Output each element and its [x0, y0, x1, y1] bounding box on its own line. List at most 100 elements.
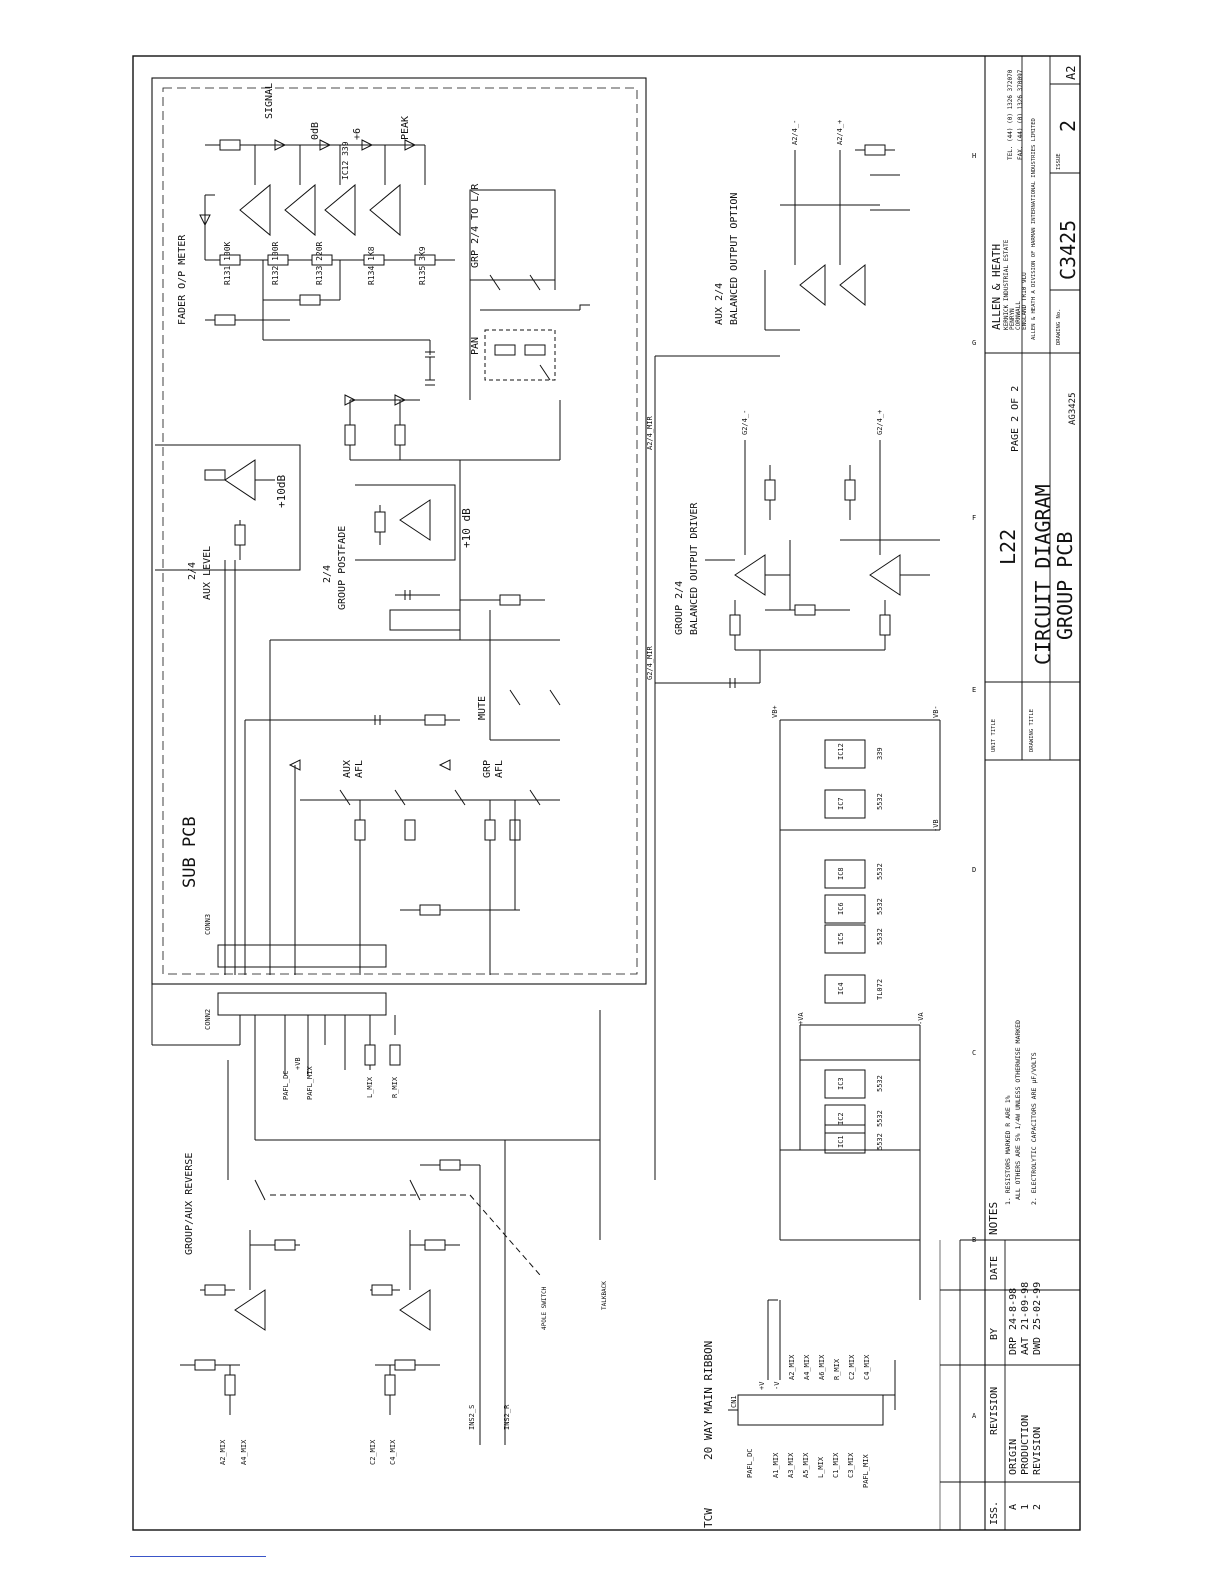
ic-label: IC4 [837, 982, 845, 995]
rev-header-date: DATE [989, 1256, 1000, 1280]
division-text: ALLEN & HEATH A DIVISION OF HARMAN INTER… [1031, 118, 1037, 340]
ribbon-net: C1_MIX [832, 1452, 840, 1478]
net-a24-plus: A2/4_+ [836, 120, 844, 145]
unit-title-label: UNIT TITLE [991, 719, 997, 752]
grp-afl-label-2: AFL [494, 760, 505, 778]
ribbon-net: A1_MIX [772, 1452, 780, 1478]
ic-label: IC2 [837, 1112, 845, 1125]
issue-number: 2 [1056, 120, 1080, 132]
aux-level-label-2: AUX LEVEL [202, 546, 213, 600]
aux-afl-label-2: AFL [354, 760, 365, 778]
aux-bal-label-1: AUX 2/4 [714, 283, 725, 325]
conn2-net-l-mix: L_MIX [366, 1076, 374, 1098]
address-line-1: KERNICK INDUSTRIAL ESTATE [1003, 239, 1010, 330]
ic-type: 5532 [876, 1075, 884, 1092]
aux-bal-label-2: BALANCED OUTPUT OPTION [729, 193, 740, 325]
conn2-header [151, 984, 601, 1240]
column-letters: A B C D E F G H [972, 152, 977, 1420]
rev-header-iss: ISS. [989, 1501, 1000, 1525]
drawing-number: C3425 [1056, 220, 1080, 280]
meter-label-signal: SIGNAL [264, 83, 275, 119]
ribbon-right-nets: +V -V A2_MIX A4_MIX A6_MIX R_MIX C2_MIX … [758, 1354, 871, 1390]
net-a24-minus: A2/4_- [791, 120, 799, 145]
ic-label: IC3 [837, 1077, 845, 1090]
ic-type: 5532 [876, 1110, 884, 1127]
rev-iss: A [1008, 1504, 1019, 1510]
unit-title: L22 [996, 529, 1020, 565]
address-line-3: CORNWALL [1015, 301, 1022, 330]
ic-label: IC8 [837, 867, 845, 880]
rev-date: 24-8-98 [1008, 1288, 1019, 1330]
note-2: 2. ELECTROLYTIC CAPACITORS ARE μF/VOLTS [1030, 1052, 1038, 1205]
ic-label: IC7 [837, 797, 845, 810]
ribbon-net: PAFL_MIX [862, 1453, 870, 1488]
column-letter: D [972, 866, 976, 874]
sub-pcb-dashed-outline [162, 87, 638, 975]
column-letter: F [972, 514, 976, 522]
rail-label: -VA [917, 1012, 925, 1025]
net-g24-minus: G2/4_- [741, 410, 749, 435]
meter-label-plus6: +6 [352, 128, 363, 140]
column-letter: B [972, 1236, 976, 1244]
rev-by: DRP [1008, 1337, 1019, 1355]
ribbon-net: L_MIX [817, 1456, 825, 1478]
sub-pcb-outline [151, 77, 647, 985]
column-letter: A [972, 1412, 977, 1420]
ic-type: 5532 [876, 898, 884, 915]
mix-input-c2: C2_MIX [369, 1439, 377, 1465]
address-line-2: PENRYN [1009, 308, 1016, 330]
group-aux-reverse-circuit [180, 1060, 541, 1445]
ic-type: 5532 [876, 1133, 884, 1150]
net-g24-mir: G2/4_MIR [646, 645, 654, 680]
ribbon-net: A2_MIX [788, 1354, 796, 1380]
drawing-title-label: DRAWING TITLE [1029, 709, 1035, 752]
ribbon-net: A3_MIX [787, 1452, 795, 1478]
aux-level-circuit [155, 444, 301, 975]
conn3-label: CONN3 [204, 914, 212, 935]
bal-driver-label-1: GROUP 2/4 [674, 581, 685, 635]
ins2-r-label: INS2_R [503, 1404, 511, 1430]
ribbon-left-nets: PAFL_DC A1_MIX A3_MIX A5_MIX L_MIX C1_MI… [746, 1448, 870, 1488]
ic-type: TL072 [876, 979, 884, 1000]
rev-iss: 1 [1020, 1504, 1031, 1510]
net-a24-mir: A2/4_MIR [646, 415, 654, 450]
ribbon-net: A4_MIX [803, 1354, 811, 1380]
ic-type: 5532 [876, 793, 884, 810]
meter-resistor-r135: R135 3K9 [418, 246, 427, 285]
rev-text: ORIGIN [1008, 1439, 1019, 1475]
column-letter: G [972, 339, 976, 347]
fax: FAX. (44) (0) 1326 370097 [1017, 69, 1024, 160]
pan-label: PAN [470, 337, 481, 355]
grp-to-lr-label: GRP 2/4 TO L/R [470, 183, 481, 268]
ribbon-net: +V [758, 1381, 766, 1390]
column-letter: C [972, 1049, 976, 1057]
drawing-title-1: CIRCUIT DIAGRAM [1031, 484, 1055, 665]
tcw-label: TCW [702, 1508, 715, 1528]
ic-label: IC12 [837, 743, 845, 760]
revision-rows: A 1 2 ORIGIN PRODUCTION REVISION DRP AAT… [1008, 1282, 1043, 1510]
mix-input-a2: A2_MIX [219, 1439, 227, 1465]
ribbon-net: A5_MIX [802, 1452, 810, 1478]
note-1: 1. RESISTORS MARKED R ARE 1% [1004, 1095, 1012, 1205]
rail-label: VB- [932, 705, 940, 718]
mix-input-a4: A4_MIX [240, 1439, 248, 1465]
title-block [939, 56, 1080, 1530]
ribbon-net: C3_MIX [847, 1452, 855, 1478]
meter-label-0db: 0dB [310, 122, 321, 140]
address-line-4: ENGLAND TR10 9LU [1021, 272, 1028, 330]
ic-label: IC6 [837, 902, 845, 915]
rev-date: 25-02-99 [1032, 1282, 1043, 1330]
ribbon-net: C4_MIX [863, 1354, 871, 1380]
mute-afl-circuit [244, 610, 561, 975]
conn2-label: CONN2 [204, 1009, 212, 1030]
issue-label: ISSUE [1056, 153, 1062, 170]
note-1b: ALL OTHERS ARE 5% 1/4W UNLESS OTHERWISE … [1014, 1020, 1022, 1200]
conn2-net-pafl-dc: PAFL_DC [282, 1070, 290, 1100]
ins2-s-label: INS2_S [468, 1405, 476, 1430]
aux-afl-label-1: AUX [342, 760, 353, 778]
meter-resistor-r131: R131 100K [223, 241, 232, 285]
rev-iss: 2 [1032, 1504, 1043, 1510]
cn1-label: CN1 [730, 1395, 738, 1408]
ribbon-net: -V [773, 1381, 781, 1390]
meter-resistor-r133: R133 220R [315, 241, 324, 285]
